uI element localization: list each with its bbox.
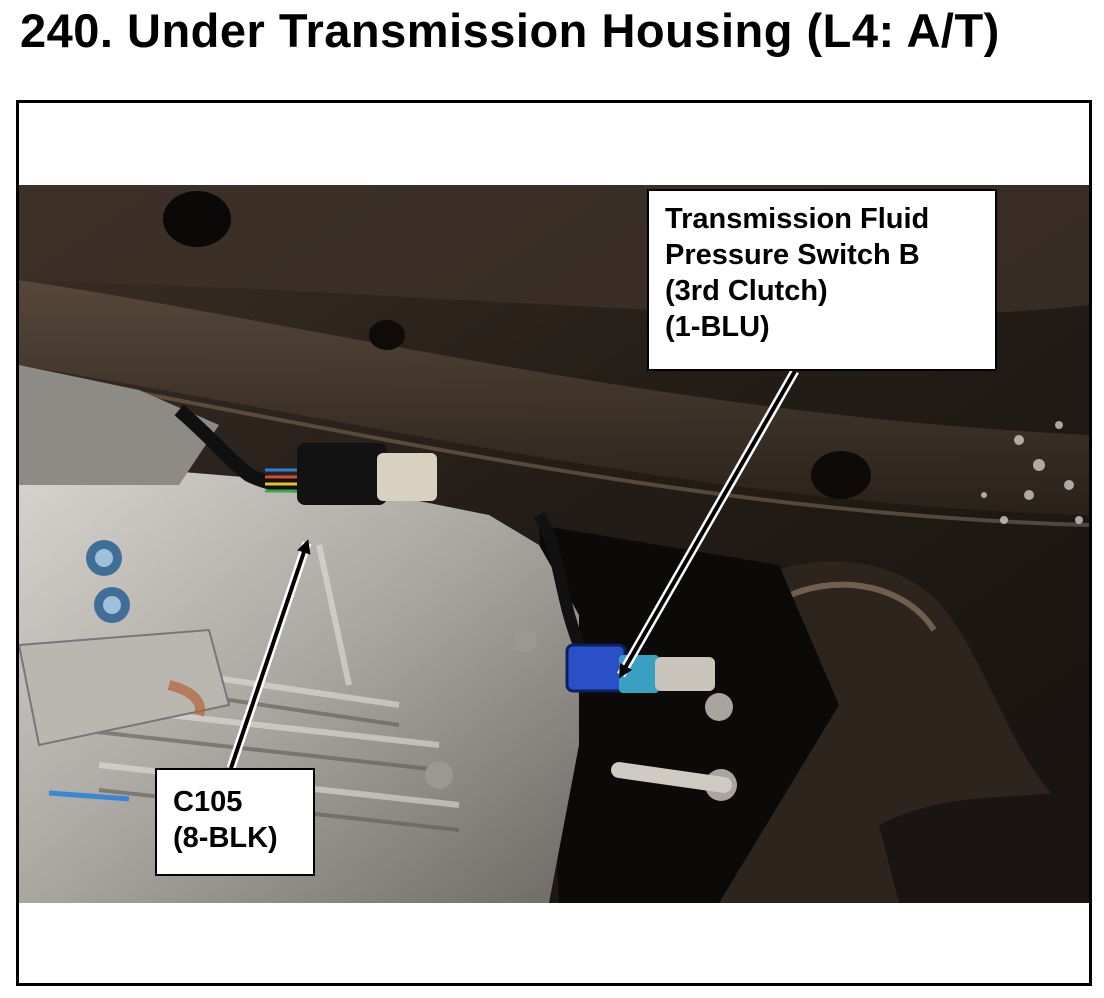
callout-transmission-fluid-pressure-switch-b: Transmission Fluid Pressure Switch B (3r… [647,189,997,371]
callout-line: (3rd Clutch) [665,275,828,307]
figure-frame: Transmission Fluid Pressure Switch B (3r… [16,100,1092,986]
callout-line: Pressure Switch B [665,239,920,271]
callout-line: C105 [173,786,243,818]
callout-c105: C105 (8-BLK) [155,768,315,876]
callout-line: Transmission Fluid [665,203,930,235]
page-title: 240. Under Transmission Housing (L4: A/T… [20,4,1000,57]
callout-line: (8-BLK) [173,822,278,854]
callout-line: (1-BLU) [665,311,770,343]
